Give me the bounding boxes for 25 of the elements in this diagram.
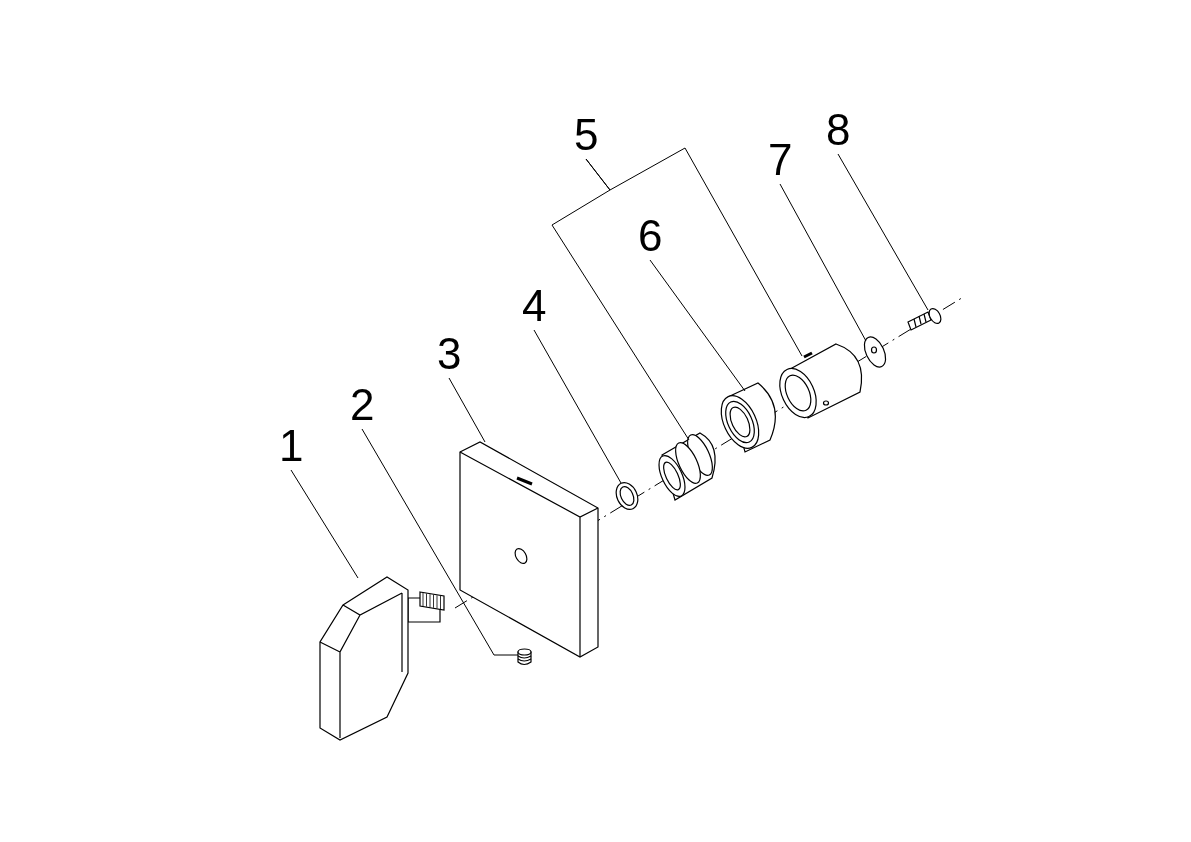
insert-drawing xyxy=(658,432,716,501)
nut-drawing xyxy=(720,382,776,453)
callout-number: 1 xyxy=(279,424,304,468)
leader-line xyxy=(290,469,359,579)
leader-line xyxy=(779,183,867,342)
callout-number: 6 xyxy=(638,214,663,258)
leader-line xyxy=(837,153,929,311)
callout-number: 4 xyxy=(522,284,547,328)
screw-drawing xyxy=(907,308,942,331)
cover-plate-drawing xyxy=(459,441,599,658)
callout-number: 5 xyxy=(574,113,599,157)
handle-drawing xyxy=(319,576,445,741)
washer-drawing xyxy=(863,336,887,368)
callout-number: 7 xyxy=(768,138,793,182)
ring-drawing xyxy=(615,482,639,510)
leader-line xyxy=(448,377,486,443)
grub-screw-drawing xyxy=(517,648,532,666)
leader-line xyxy=(361,428,519,656)
callout-number: 8 xyxy=(826,108,851,152)
leader-line xyxy=(533,329,622,484)
callout-number: 3 xyxy=(437,332,462,376)
leader-line xyxy=(585,147,803,357)
sleeve-drawing xyxy=(779,343,863,419)
callout-number: 2 xyxy=(350,383,375,427)
leader-line xyxy=(649,259,746,392)
